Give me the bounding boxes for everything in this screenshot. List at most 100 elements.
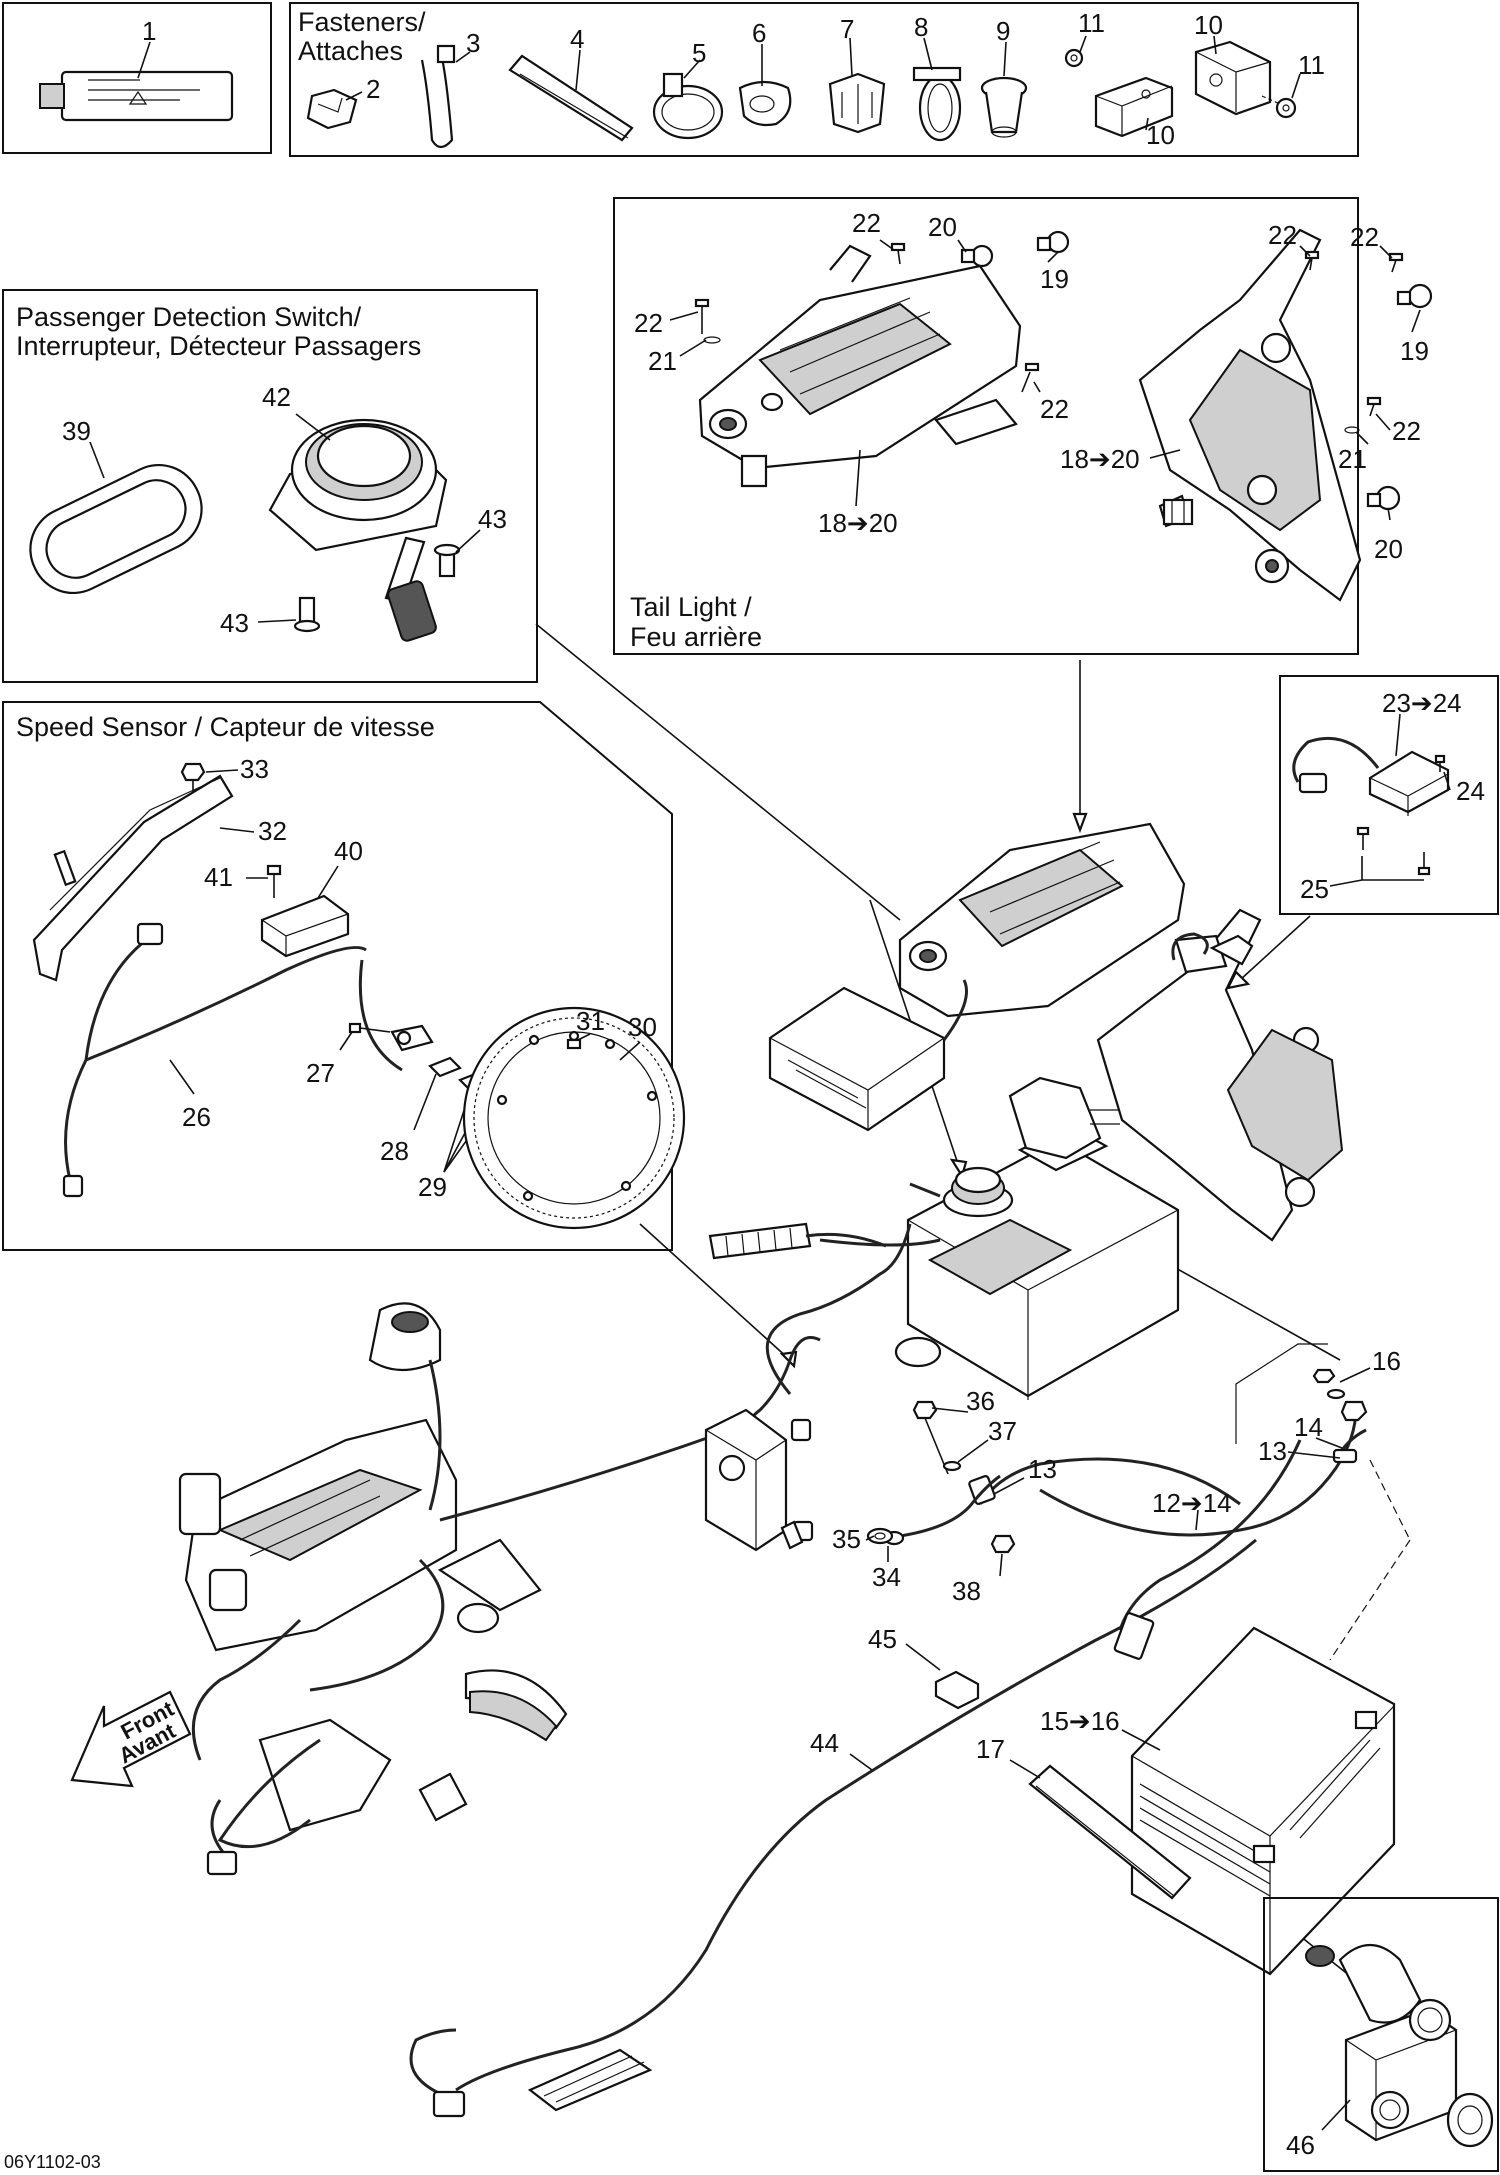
connector-icon [1162,498,1194,526]
p-clamp-icon [912,66,962,142]
screw-icon [566,1038,582,1050]
nut-icon [1064,48,1084,68]
callout-22d: 22 [1268,220,1297,250]
callout-26: 26 [182,1102,211,1132]
passenger-switch-box: Passenger Detection Switch/ Interrupteur… [2,289,538,683]
cable-tie-icon [420,44,456,149]
callout-5: 5 [692,38,706,68]
display-gauge-icon [464,1669,568,1742]
callout-29: 29 [418,1172,447,1202]
callout-22b: 22 [634,308,663,338]
fuse-holder-icon [934,1670,980,1710]
screw-icon [1304,250,1320,271]
battery-icon [1130,1626,1396,1976]
passenger-title-line2: Interrupteur, Détecteur Passagers [16,331,421,361]
fasteners-box: Fasteners/ Attaches 2 3 4 5 [289,2,1359,157]
callout-10a: 10 [1146,120,1175,150]
callout-32: 32 [258,816,287,846]
push-clip-icon [828,72,886,134]
main-wiring-harness [409,1439,1302,2118]
washer-icon [866,1527,894,1545]
hose-clamp-icon [652,72,724,140]
callout-25: 25 [1300,874,1329,904]
callout-23: 23➔24 [1382,688,1462,718]
callout-27: 27 [306,1058,335,1088]
passenger-switch-icon [268,418,448,642]
tail-light-title-line2: Feu arrière [630,622,762,652]
callout-22a: 22 [852,208,881,238]
callout-38: 38 [952,1576,981,1606]
screw-icon [890,242,906,265]
callout-18a: 18➔20 [818,508,898,538]
screw-icon [1021,362,1040,393]
tail-light-title-line1: Tail Light / [630,592,752,622]
callout-13a: 13 [1028,1454,1057,1484]
callout-11a: 11 [1078,8,1105,38]
callout-22f: 22 [1392,416,1421,446]
sensor-bracket-icon [32,774,234,982]
callout-45: 45 [868,1624,897,1654]
terminal-cover-box: 46 [1263,1897,1499,2172]
edge-trim-icon [508,54,634,142]
callout-21b: 21 [1338,444,1367,474]
callout-40: 40 [334,836,363,866]
fasteners-title-line1: Fasteners/ [298,7,426,37]
callout-13b: 13 [1258,1436,1287,1466]
bulb-icon [1036,230,1070,254]
throttle-actuator-icon [704,1408,804,1552]
terminal-cover-icon [1305,1944,1494,2148]
screw-icon [694,298,721,344]
screw-icon [1344,396,1382,434]
callout-36: 36 [966,1386,995,1416]
callout-1: 1 [142,16,156,46]
screw-icon [348,1022,391,1034]
callout-14: 14 [1294,1412,1323,1442]
callout-22e: 22 [1350,222,1379,252]
part-1-box: 1 [2,2,272,154]
front-direction-arrow: Front Avant [70,1690,192,1788]
callout-43a: 43 [478,504,507,534]
positive-cable-group: 12➔14 13 14 16 [1039,1343,1411,1661]
speed-sensor-title: Speed Sensor / Capteur de vitesse [16,712,435,742]
callout-17: 17 [976,1734,1005,1764]
front-harness-assembly [178,1302,731,1876]
harness-connector-strip-icon [708,1222,887,1260]
callout-41: 41 [204,862,233,892]
callout-31: 31 [576,1006,605,1036]
screw-icon [1417,852,1431,876]
tail-light-housing-right [1138,228,1362,602]
rubber-plug-icon [980,76,1028,138]
main-tail-light-assembly [898,822,1344,1242]
nut-icon [1275,97,1297,119]
callout-28: 28 [380,1136,409,1166]
battery-strap-icon [1028,1764,1192,1900]
callout-10b: 10 [1194,10,1223,40]
callout-15: 15➔16 [1040,1706,1120,1736]
wire-clip-icon [738,80,792,127]
nut-icon [990,1534,1016,1554]
callout-4: 4 [570,24,584,54]
callout-34: 34 [872,1562,901,1592]
tail-light-housing-left [698,244,1022,488]
callout-19a: 19 [1040,264,1069,294]
callout-2: 2 [366,74,380,104]
resistor-icon [1292,736,1450,816]
callout-6: 6 [752,18,766,48]
resistor-box: 23➔24 24 25 [1279,675,1499,915]
bracket-icon [1094,76,1174,138]
callout-3: 3 [466,28,480,58]
sensor-harness [62,922,403,1198]
callout-37: 37 [988,1416,1017,1446]
callout-30: 30 [628,1012,657,1042]
callout-9: 9 [996,16,1010,46]
callout-7: 7 [840,14,854,44]
control-module-icon [768,979,968,1132]
screw-icon [293,596,321,633]
ground-hardware: 36 37 13 35 34 38 [832,1386,1241,1606]
callout-8: 8 [914,12,928,42]
callout-22c: 22 [1040,394,1069,424]
callout-19b: 19 [1400,336,1429,366]
screw-icon [1434,754,1446,772]
callout-43b: 43 [220,608,249,638]
